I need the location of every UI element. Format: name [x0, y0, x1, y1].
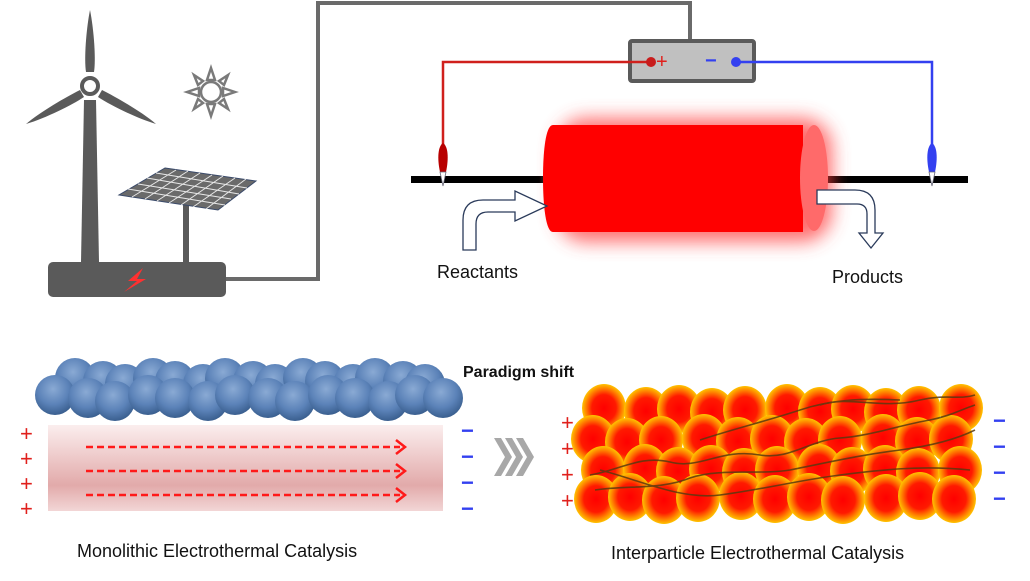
catalyst-particle [155, 378, 195, 418]
catalyst-particle [35, 375, 75, 415]
paradigm-shift-label: Paradigm shift [463, 364, 575, 381]
positive-clip-icon [438, 143, 448, 187]
chevron-arrows-icon [494, 438, 534, 476]
catalyst-particle [753, 475, 797, 523]
catalyst-particle [932, 475, 976, 523]
right-panel-plus-3: + [561, 462, 574, 487]
catalyst-particle [898, 472, 942, 520]
left-panel-minus-1: − [461, 418, 474, 443]
right-panel-plus-1: + [561, 410, 574, 435]
catalyst-particle [95, 381, 135, 421]
lightning-icon [124, 268, 146, 292]
catalyst-particle [215, 375, 255, 415]
monolithic-caption: Monolithic Electrothermal Catalysis [77, 541, 358, 561]
left-panel-minus-4: − [461, 496, 474, 521]
right-panel-minus-1: − [993, 408, 1006, 433]
positive-terminal-sign: + [656, 51, 668, 73]
wind-turbine-icon [26, 10, 156, 262]
left-panel-plus-4: + [20, 496, 33, 521]
left-panel-minus-2: − [461, 444, 474, 469]
catalyst-layer [35, 358, 463, 421]
solar-panel-icon [117, 167, 258, 263]
catalyst-particle [335, 378, 375, 418]
sun-icon [183, 64, 239, 120]
catalyst-particle [864, 474, 908, 522]
left-panel-plus-2: + [20, 446, 33, 471]
catalyst-particle [574, 475, 618, 523]
left-panel-plus-1: + [20, 421, 33, 446]
left-panel-minus-3: − [461, 470, 474, 495]
current-arrow-head [395, 439, 408, 455]
left-panel-plus-3: + [20, 471, 33, 496]
right-panel-plus-4: + [561, 488, 574, 513]
positive-terminal-dot [646, 57, 656, 67]
reactor-cylinder [543, 118, 832, 242]
catalyst-particle [642, 476, 686, 524]
catalyst-particle [787, 473, 831, 521]
inlet-rod [411, 176, 571, 183]
products-label: Products [832, 267, 904, 287]
current-arrow-head [395, 487, 408, 503]
negative-wire [736, 60, 934, 148]
interparticle-caption: Interparticle Electrothermal Catalysis [611, 543, 905, 563]
negative-terminal-dot [731, 57, 741, 67]
catalyst-particle [719, 472, 763, 520]
right-panel-minus-3: − [993, 460, 1006, 485]
right-panel-minus-2: − [993, 434, 1006, 459]
reactants-arrow-icon [462, 189, 549, 251]
particle-bed [571, 384, 983, 524]
right-panel-plus-2: + [561, 436, 574, 461]
catalyst-particle [275, 381, 315, 421]
current-arrows [86, 439, 408, 503]
catalyst-particle [608, 473, 652, 521]
negative-clip-icon [927, 143, 937, 187]
power-unit [48, 262, 226, 297]
catalyst-particle [676, 474, 720, 522]
conductive-network [589, 394, 976, 497]
current-arrow-head [395, 463, 408, 479]
catalyst-particle [821, 476, 865, 524]
negative-terminal-sign: − [705, 50, 717, 72]
positive-wire [441, 60, 651, 148]
outlet-rod [812, 176, 968, 183]
reactants-label: Reactants [437, 262, 519, 282]
right-panel-minus-4: − [993, 486, 1006, 511]
catalyst-particle [423, 378, 463, 418]
monolith-slab [48, 425, 443, 511]
products-arrow-icon [816, 189, 885, 250]
power-cable [226, 1, 692, 281]
